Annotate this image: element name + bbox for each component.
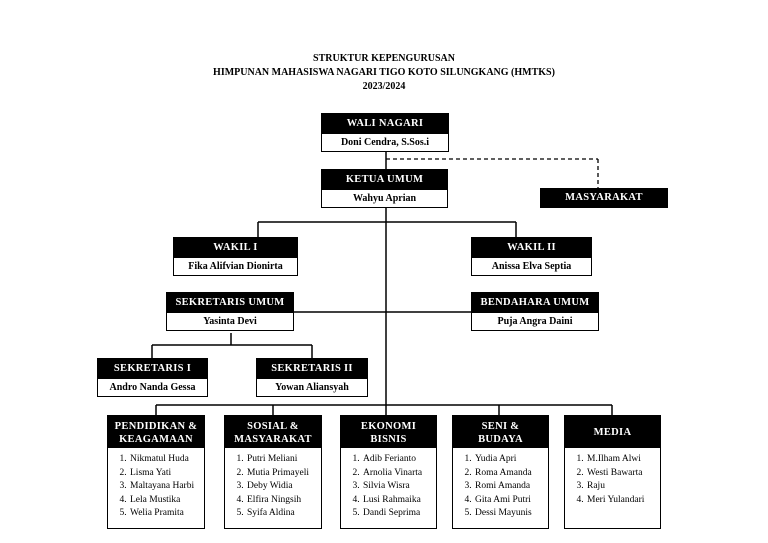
masyarakat-box: MASYARAKAT: [540, 188, 668, 208]
bendahara-umum-name: Puja Angra Daini: [497, 316, 573, 327]
department-pendidikan-keagamaan: PENDIDIKAN & KEAGAMAAN Nikmatul Huda Lis…: [107, 415, 205, 529]
sekretaris-umum-title: SEKRETARIS UMUM: [167, 293, 293, 313]
list-item: Lusi Rahmaika: [362, 494, 436, 508]
department-title-line-1: SOSIAL &: [247, 421, 299, 432]
list-item: Gita Ami Putri: [474, 494, 548, 508]
wakil-2-name: Anissa Elva Septia: [491, 261, 572, 272]
department-title-line-1: MEDIA: [593, 427, 632, 438]
list-item: M.Ilham Alwi: [586, 453, 660, 467]
department-sosial-masyarakat: SOSIAL & MASYARAKAT Putri Meliani Mutia …: [224, 415, 322, 529]
list-item: Roma Amanda: [474, 467, 548, 481]
list-item: Nikmatul Huda: [129, 453, 204, 467]
list-item: Welia Pramita: [129, 507, 204, 521]
wakil-1-name: Fika Alifvian Dionirta: [188, 261, 283, 272]
title-line-3: 2023/2024: [362, 81, 406, 92]
ketua-umum-title: KETUA UMUM: [322, 170, 447, 190]
department-title: SOSIAL & MASYARAKAT: [225, 416, 321, 448]
chart-title: STRUKTUR KEPENGURUSAN HIMPUNAN MAHASISWA…: [0, 52, 768, 94]
department-media: MEDIA M.Ilham Alwi Westi Bawarta Raju Me…: [564, 415, 661, 529]
department-title-line-1: PENDIDIKAN &: [114, 421, 198, 432]
sekretaris-umum-name: Yasinta Devi: [203, 316, 257, 327]
wakil-1-box: WAKIL I Fika Alifvian Dionirta: [173, 237, 298, 276]
title-line-1: STRUKTUR KEPENGURUSAN: [313, 53, 455, 64]
member-list: Nikmatul Huda Lisma Yati Maltayana Harbi…: [108, 453, 204, 521]
list-item: Lela Mustika: [129, 494, 204, 508]
sekretaris-2-title: SEKRETARIS II: [257, 359, 367, 379]
list-item: Adib Ferianto: [362, 453, 436, 467]
sekretaris-2-name: Yowan Aliansyah: [275, 382, 349, 393]
department-title-line-1: EKONOMI: [360, 421, 417, 432]
list-item: Yudia Apri: [474, 453, 548, 467]
wali-nagari-box: WALI NAGARI Doni Cendra, S.Sos.i: [321, 113, 449, 152]
list-item: Lisma Yati: [129, 467, 204, 481]
sekretaris-1-title: SEKRETARIS I: [98, 359, 207, 379]
list-item: Mutia Primayeli: [246, 467, 321, 481]
member-list: M.Ilham Alwi Westi Bawarta Raju Meri Yul…: [565, 453, 660, 507]
list-item: Raju: [586, 480, 660, 494]
sekretaris-1-name: Andro Nanda Gessa: [109, 382, 196, 393]
sekretaris-2-box: SEKRETARIS II Yowan Aliansyah: [256, 358, 368, 397]
wali-nagari-name: Doni Cendra, S.Sos.i: [340, 137, 430, 148]
member-list: Putri Meliani Mutia Primayeli Deby Widia…: [225, 453, 321, 521]
list-item: Dessi Mayunis: [474, 507, 548, 521]
list-item: Westi Bawarta: [586, 467, 660, 481]
list-item: Putri Meliani: [246, 453, 321, 467]
title-line-2: HIMPUNAN MAHASISWA NAGARI TIGO KOTO SILU…: [213, 67, 555, 78]
department-title-line-2: KEAGAMAAN: [119, 434, 193, 445]
list-item: Arnolia Vinarta: [362, 467, 436, 481]
department-title-line-1: SENI &: [481, 421, 520, 432]
department-seni-budaya: SENI & BUDAYA Yudia Apri Roma Amanda Rom…: [452, 415, 549, 529]
wakil-2-box: WAKIL II Anissa Elva Septia: [471, 237, 592, 276]
list-item: Elfira Ningsih: [246, 494, 321, 508]
ketua-umum-name: Wahyu Aprian: [352, 193, 417, 204]
wali-nagari-title: WALI NAGARI: [322, 114, 448, 134]
member-list: Adib Ferianto Arnolia Vinarta Silvia Wis…: [341, 453, 436, 521]
department-title-line-2: BUDAYA: [478, 434, 523, 445]
list-item: Silvia Wisra: [362, 480, 436, 494]
wakil-2-title: WAKIL II: [472, 238, 591, 258]
department-title-line-2: MASYARAKAT: [234, 434, 312, 445]
list-item: Syifa Aldina: [246, 507, 321, 521]
bendahara-umum-box: BENDAHARA UMUM Puja Angra Daini: [471, 292, 599, 331]
bendahara-umum-title: BENDAHARA UMUM: [472, 293, 598, 313]
department-title: SENI & BUDAYA: [453, 416, 548, 448]
sekretaris-umum-box: SEKRETARIS UMUM Yasinta Devi: [166, 292, 294, 331]
department-title: EKONOMI BISNIS: [341, 416, 436, 448]
department-title: MEDIA: [565, 416, 660, 448]
list-item: Romi Amanda: [474, 480, 548, 494]
list-item: Maltayana Harbi: [129, 480, 204, 494]
sekretaris-1-box: SEKRETARIS I Andro Nanda Gessa: [97, 358, 208, 397]
department-title: PENDIDIKAN & KEAGAMAAN: [108, 416, 204, 448]
department-ekonomi-bisnis: EKONOMI BISNIS Adib Ferianto Arnolia Vin…: [340, 415, 437, 529]
list-item: Dandi Seprima: [362, 507, 436, 521]
member-list: Yudia Apri Roma Amanda Romi Amanda Gita …: [453, 453, 548, 521]
department-title-line-2: BISNIS: [370, 434, 407, 445]
wakil-1-title: WAKIL I: [174, 238, 297, 258]
list-item: Deby Widia: [246, 480, 321, 494]
ketua-umum-box: KETUA UMUM Wahyu Aprian: [321, 169, 448, 208]
list-item: Meri Yulandari: [586, 494, 660, 508]
